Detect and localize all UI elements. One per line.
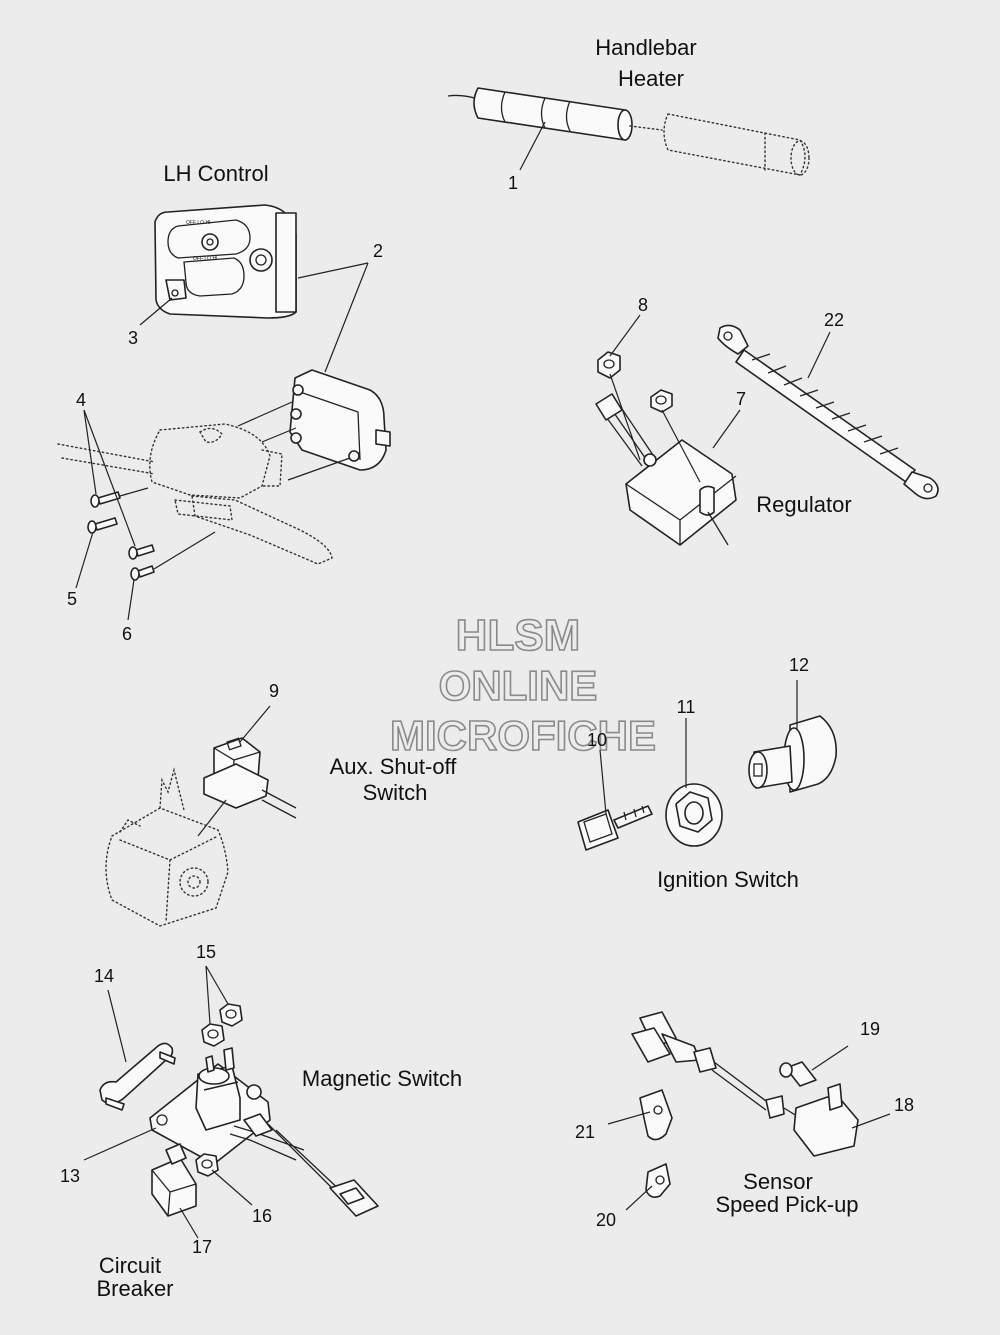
- callout-2: 2: [373, 241, 383, 261]
- callout-1: 1: [508, 173, 518, 193]
- ignition-cylinder-12: [748, 715, 837, 793]
- watermark-line-1: HLSM: [456, 611, 581, 660]
- regulator-part: [595, 393, 737, 546]
- watermark-line-3: MICROFICHE: [390, 712, 656, 759]
- magnetic-switch-label: Magnetic Switch: [302, 1066, 462, 1091]
- handlebar-heater-label-line-1: Handlebar: [595, 35, 697, 60]
- watermark: HLSM ONLINE MICROFICHE: [389, 610, 657, 760]
- lh-control-body-dotted: [57, 423, 333, 565]
- nut-15b: [219, 1003, 243, 1027]
- lh-control-label: LH Control: [163, 161, 268, 186]
- aux-shutoff-switch-part: [203, 737, 297, 819]
- aux-shutoff-label-line-2: Switch: [363, 780, 428, 805]
- callout-14: 14: [94, 966, 114, 986]
- callout-21: 21: [575, 1122, 595, 1142]
- regulator-label: Regulator: [756, 492, 851, 517]
- callout-12: 12: [789, 655, 809, 675]
- ground-strap-22: [717, 324, 939, 500]
- speed-sensor-part: [631, 1011, 859, 1157]
- callout-7: 7: [736, 389, 746, 409]
- callout-6: 6: [122, 624, 132, 644]
- ignition-switch-label: Ignition Switch: [657, 867, 799, 892]
- callout-3: 3: [128, 328, 138, 348]
- callout-5: 5: [67, 589, 77, 609]
- aux-shutoff-label-line-1: Aux. Shut-off: [330, 754, 458, 779]
- sensor-label-line-2: Speed Pick-up: [715, 1192, 858, 1217]
- callout-13: 13: [60, 1166, 80, 1186]
- circuit-breaker-label-line-1: Circuit: [99, 1253, 161, 1278]
- bolt-19: [779, 1061, 817, 1087]
- callout-17: 17: [192, 1237, 212, 1257]
- callout-16: 16: [252, 1206, 272, 1226]
- ignition-key-10: [577, 805, 653, 851]
- callout-19: 19: [860, 1019, 880, 1039]
- bracket-14: [99, 1042, 176, 1111]
- clip-20: [645, 1163, 671, 1198]
- callout-4: 4: [76, 390, 86, 410]
- nut-8: [597, 351, 621, 379]
- circuit-breaker-part: [151, 1143, 197, 1217]
- nut-8b: [650, 389, 673, 413]
- watermark-line-2: ONLINE: [439, 662, 598, 709]
- callout-11: 11: [677, 697, 696, 717]
- aux-shutoff-housing-dotted: [105, 767, 229, 927]
- callout-8: 8: [638, 295, 648, 315]
- screw-6: [130, 531, 216, 581]
- callout-20: 20: [596, 1210, 616, 1230]
- callout-10: 10: [587, 730, 607, 750]
- callout-18: 18: [894, 1095, 914, 1115]
- circuit-breaker-label-line-2: Breaker: [96, 1276, 173, 1301]
- ignition-nut-11: [665, 783, 723, 847]
- switch-housing-exploded: [289, 369, 391, 471]
- screw-5: [87, 517, 118, 534]
- callout-9: 9: [269, 681, 279, 701]
- switch-text-2: OFF LO HI: [193, 256, 217, 262]
- sensor-label-line-1: Sensor: [743, 1169, 813, 1194]
- lh-control-housing: OFF LO HI OFF LO HI: [154, 204, 297, 319]
- clip-21: [639, 1089, 673, 1141]
- handlebar-heater-part: [447, 87, 810, 176]
- screw-4a: [90, 487, 149, 508]
- nut-15a: [201, 1023, 225, 1047]
- handlebar-heater-label-line-2: Heater: [618, 66, 684, 91]
- callout-15: 15: [196, 942, 216, 962]
- screw-4b: [128, 544, 155, 560]
- callout-22: 22: [824, 310, 844, 330]
- switch-text-1: OFF LO HI: [186, 220, 210, 226]
